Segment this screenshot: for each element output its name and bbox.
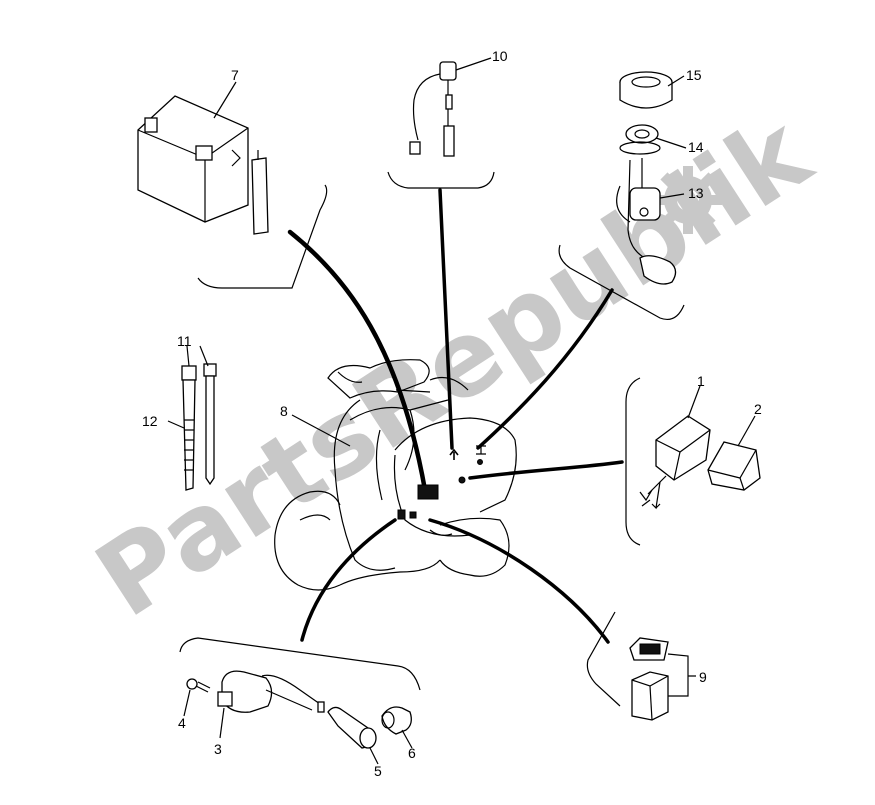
scooter-illustration (274, 359, 517, 591)
callout-3: 3 (214, 741, 222, 757)
part-6-sleeve (381, 706, 412, 735)
callout-6: 6 (408, 745, 416, 761)
part-13-fuel-sender (616, 158, 677, 285)
callout-12: 12 (142, 413, 158, 429)
callout-13: 13 (688, 185, 704, 201)
callout-4: 4 (178, 715, 186, 731)
callout-1: 1 (697, 373, 705, 389)
callout-5: 5 (374, 763, 382, 779)
callout-8: 8 (280, 403, 288, 419)
part-9-fuse-box (629, 637, 669, 721)
part-4-bolt (186, 678, 211, 693)
leader-lines (167, 57, 756, 765)
bracket-relays (625, 377, 641, 546)
callout-15: 15 (686, 67, 702, 83)
part-12-cable-tie (181, 365, 197, 491)
part-3-ignition-coil (217, 670, 325, 713)
harness-connector-block (417, 484, 439, 500)
bracket-sensor (387, 171, 495, 189)
part-15-cap (619, 71, 673, 109)
part-1-relay (639, 415, 711, 510)
bracket-fuses (586, 611, 621, 707)
part-14-gasket (619, 124, 661, 155)
callout-14: 14 (688, 139, 704, 155)
part-11-cable-tie (203, 363, 217, 486)
part-10-sensor (409, 61, 457, 157)
group-brackets (179, 171, 685, 707)
part-2-relay (707, 441, 761, 491)
callout-2: 2 (754, 401, 762, 417)
callout-7: 7 (231, 67, 239, 83)
callout-11: 11 (177, 333, 192, 349)
watermark-gear-icon (654, 166, 722, 234)
part-5-plug-cap (327, 706, 377, 749)
callout-9: 9 (699, 669, 707, 685)
bracket-fuel (558, 244, 685, 321)
bracket-ignition (179, 637, 421, 691)
callout-10: 10 (492, 48, 508, 64)
callout-labels: 1 2 3 4 5 6 7 8 9 10 11 12 13 14 15 (142, 48, 762, 779)
bracket-battery (197, 184, 328, 289)
part-7-battery (137, 95, 269, 235)
